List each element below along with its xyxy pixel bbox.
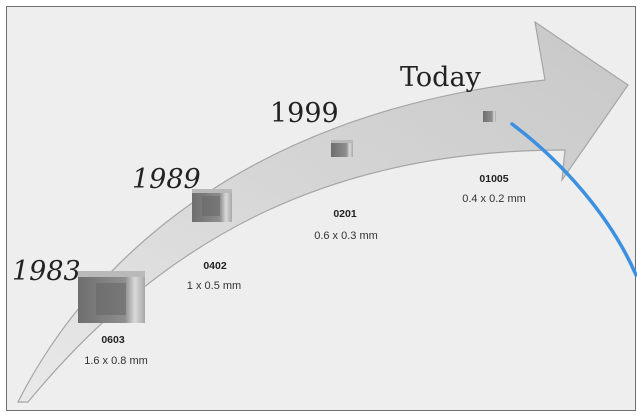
chip-dimensions-0402: 1 x 0.5 mm <box>186 280 242 292</box>
chip-01005 <box>483 111 496 122</box>
chip-0603 <box>78 271 145 323</box>
timeline-arrow <box>17 20 629 403</box>
chip-dimensions-0603: 1.6 x 0.8 mm <box>84 355 148 367</box>
chip-dimensions-0201: 0.6 x 0.3 mm <box>314 230 378 242</box>
year-label-1989: 1989 <box>132 164 201 195</box>
year-label-1999: 1999 <box>270 98 339 129</box>
chip-code-0603: 0603 <box>101 334 125 346</box>
pointer-line <box>510 122 637 277</box>
chip-code-0402: 0402 <box>203 260 227 272</box>
year-label-today: Today <box>400 62 481 93</box>
year-label-1983: 1983 <box>12 256 81 287</box>
diagram-frame <box>6 6 636 411</box>
chip-code-0201: 0201 <box>333 208 357 220</box>
chip-0402 <box>192 189 232 222</box>
chip-dimensions-01005: 0.4 x 0.2 mm <box>462 193 526 205</box>
chip-0201 <box>331 140 353 157</box>
chip-code-01005: 01005 <box>479 173 509 185</box>
